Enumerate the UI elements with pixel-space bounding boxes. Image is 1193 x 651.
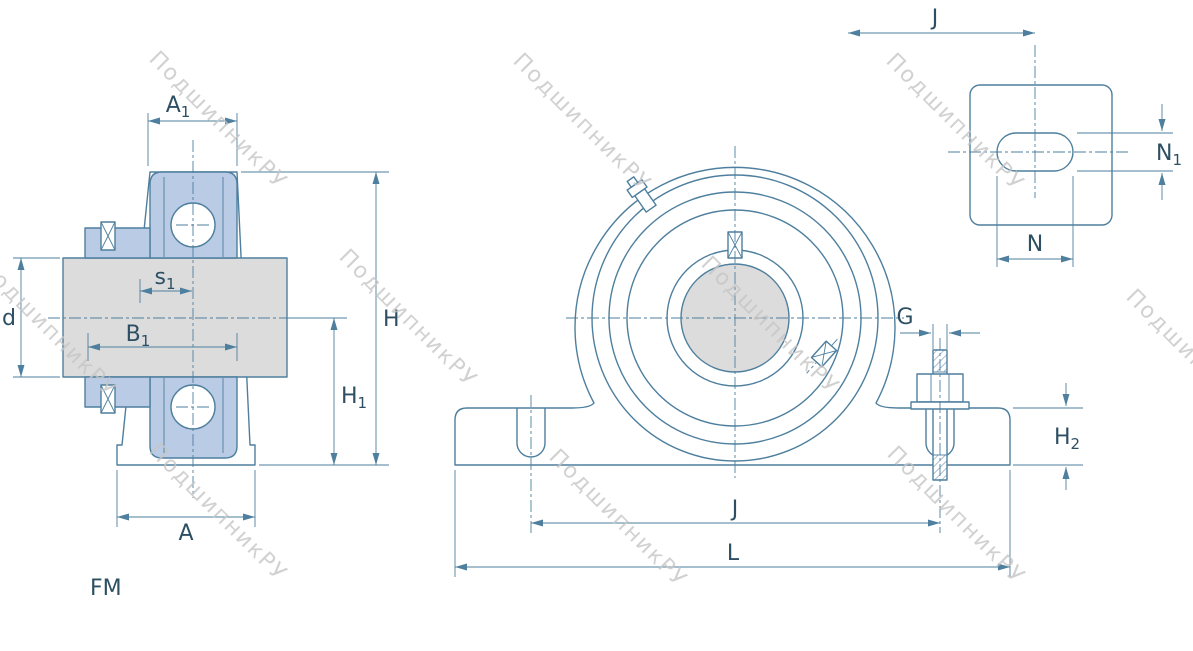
locking-collar-bottom: [84, 376, 151, 408]
dimension-A: A: [116, 470, 256, 546]
grease-nipple: [626, 176, 657, 213]
watermark-text: ПодшипникРУ: [508, 49, 656, 197]
dim-label-a1: A1: [166, 93, 191, 121]
dimension-A1: A1: [147, 93, 238, 166]
set-screw-bottom: [100, 384, 116, 414]
shaft: [62, 257, 288, 378]
dimension-d: d: [2, 257, 60, 378]
base-slot-left: [516, 408, 546, 458]
dimension-J-top: J: [848, 6, 1035, 37]
dim-label-h1: H1: [341, 384, 367, 412]
dimension-J-front: J: [531, 497, 940, 527]
angled-set-screw: [806, 338, 838, 374]
dimension-B1: B1: [87, 322, 238, 361]
dimension-L: L: [454, 470, 1011, 577]
side-view: A1 s1 B1 d H H1: [2, 93, 400, 601]
base-plate-outline: [969, 84, 1113, 226]
dimension-H2: H2: [1013, 383, 1083, 490]
watermark-text: ПодшипникРУ: [334, 245, 482, 393]
top-view: J N N1: [848, 6, 1182, 267]
dim-label-h: H: [383, 307, 400, 332]
dim-label-h2: H2: [1054, 425, 1080, 453]
locking-collar-top: [84, 227, 151, 259]
front-view: G H2 J L: [454, 146, 1083, 577]
dim-label-g: G: [896, 305, 913, 330]
dimension-G: G: [896, 305, 980, 349]
dimension-N: N: [996, 176, 1074, 267]
dimension-s1: s1: [139, 265, 192, 303]
dimension-H1: H1: [291, 317, 367, 465]
dimension-H: H: [241, 171, 400, 466]
mounting-slot: [996, 132, 1074, 172]
dimension-N1: N1: [1077, 104, 1182, 200]
dim-label-l: L: [727, 541, 740, 566]
watermark-text: ПодшипникРУ: [881, 49, 1029, 197]
dim-label-n: N: [1027, 232, 1043, 257]
watermark-text: ПодшипникРУ: [544, 445, 692, 593]
watermark-text: ПодшипникРУ: [1121, 285, 1193, 433]
dim-label-d: d: [2, 306, 16, 331]
dim-label-a: A: [178, 521, 193, 546]
dim-label-j-top: J: [930, 6, 939, 31]
set-screw-top: [100, 221, 116, 251]
caption-fm: FM: [90, 576, 122, 601]
dim-label-j-front: J: [730, 497, 739, 522]
dim-label-n1: N1: [1156, 141, 1182, 169]
dim-label-b1: B1: [126, 322, 151, 350]
dim-label-s1: s1: [154, 265, 175, 293]
